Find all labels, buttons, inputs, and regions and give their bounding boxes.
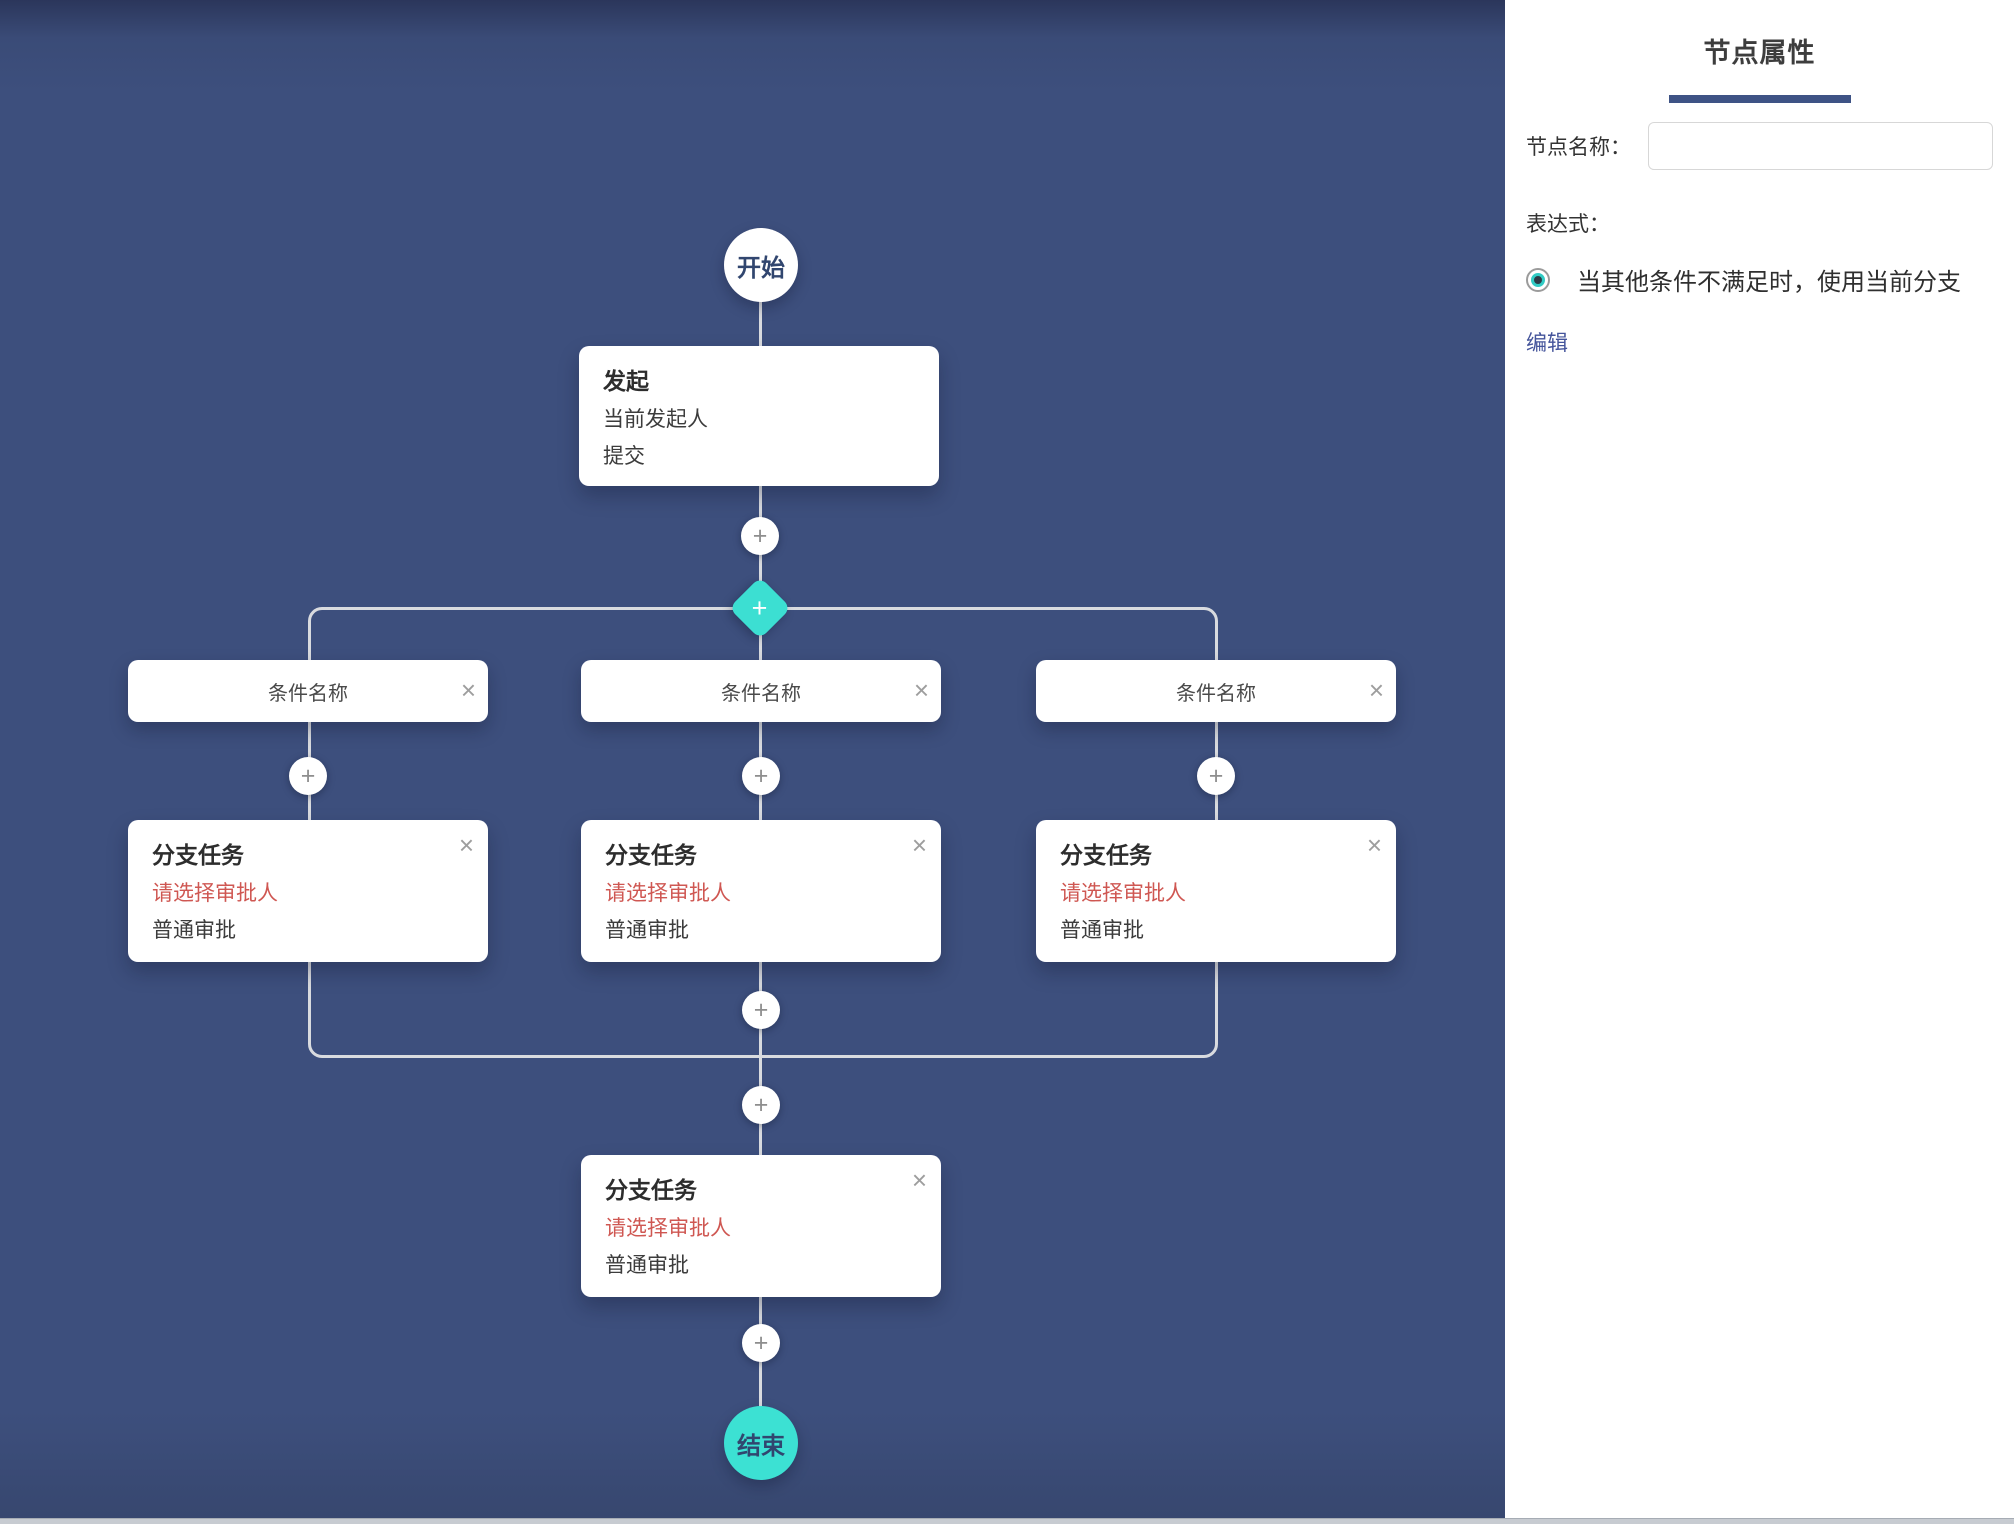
close-icon[interactable]: × [460, 675, 476, 705]
task-card-title: 分支任务 [1060, 842, 1152, 868]
branch-task-card-4[interactable]: 分支任务 × 请选择审批人 普通审批 [581, 1155, 941, 1297]
task-approve-type: 普通审批 [605, 919, 689, 942]
node-name-label: 节点名称： [1526, 136, 1631, 159]
radio-selected-dot [1531, 272, 1545, 287]
task-card-title: 分支任务 [605, 842, 697, 868]
plus-icon: + [752, 592, 768, 623]
edit-expression-link[interactable]: 编辑 [1526, 332, 1568, 355]
default-branch-radio[interactable] [1526, 267, 1550, 292]
start-node-label: 开始 [737, 254, 785, 282]
task-card-title: 分支任务 [605, 1177, 697, 1203]
end-node-label: 结束 [737, 1432, 785, 1460]
condition-label: 条件名称 [1176, 682, 1256, 705]
condition-card-3[interactable]: 条件名称 × [1036, 660, 1396, 722]
default-branch-radio-label: 当其他条件不满足时，使用当前分支 [1577, 269, 1961, 296]
add-node-button[interactable]: + [1197, 757, 1235, 795]
task-warning-text: 请选择审批人 [605, 882, 731, 905]
add-node-button[interactable]: + [742, 991, 780, 1029]
condition-label: 条件名称 [721, 682, 801, 705]
plus-icon: + [753, 761, 769, 790]
default-branch-radio-row: 当其他条件不满足时，使用当前分支 [1526, 262, 1993, 297]
condition-card-2[interactable]: 条件名称 × [581, 660, 941, 722]
close-icon[interactable]: × [458, 830, 474, 860]
plus-icon: + [753, 1328, 769, 1357]
initiate-card-row-submit: 提交 [603, 445, 645, 468]
close-icon[interactable]: × [1366, 830, 1382, 860]
plus-icon: + [753, 1090, 769, 1119]
add-node-button[interactable]: + [741, 517, 779, 555]
task-approve-type: 普通审批 [605, 1254, 689, 1277]
flow-canvas[interactable]: 开始 发起 当前发起人 提交 + + 条件名称 × 条件名称 × 条件名称 × [0, 0, 1505, 1518]
task-warning-text: 请选择审批人 [1060, 882, 1186, 905]
add-node-button[interactable]: + [742, 1086, 780, 1124]
task-warning-text: 请选择审批人 [605, 1217, 731, 1240]
plus-icon: + [752, 521, 768, 550]
node-name-input[interactable] [1648, 122, 1993, 170]
branch-task-card-1[interactable]: 分支任务 × 请选择审批人 普通审批 [128, 820, 488, 962]
plus-icon: + [300, 761, 316, 790]
task-warning-text: 请选择审批人 [152, 882, 278, 905]
initiate-card-row-originator: 当前发起人 [603, 408, 708, 431]
end-node: 结束 [724, 1406, 798, 1480]
initiate-node-card[interactable]: 发起 当前发起人 提交 [579, 346, 939, 486]
task-approve-type: 普通审批 [152, 919, 236, 942]
start-node: 开始 [724, 228, 798, 302]
panel-title: 节点属性 [1703, 38, 1816, 68]
branch-task-card-2[interactable]: 分支任务 × 请选择审批人 普通审批 [581, 820, 941, 962]
condition-card-1[interactable]: 条件名称 × [128, 660, 488, 722]
panel-title-underline [1668, 95, 1851, 103]
branch-task-card-3[interactable]: 分支任务 × 请选择审批人 普通审批 [1036, 820, 1396, 962]
plus-icon: + [1208, 761, 1224, 790]
add-node-button[interactable]: + [289, 757, 327, 795]
add-node-button[interactable]: + [742, 757, 780, 795]
close-icon[interactable]: × [913, 675, 929, 705]
condition-label: 条件名称 [268, 682, 348, 705]
horizontal-scrollbar[interactable] [0, 1518, 2014, 1524]
node-name-row: 节点名称： [1526, 122, 1993, 170]
initiate-card-title: 发起 [603, 368, 649, 394]
task-card-title: 分支任务 [152, 842, 244, 868]
close-icon[interactable]: × [911, 830, 927, 860]
close-icon[interactable]: × [1368, 675, 1384, 705]
node-properties-panel: 节点属性 节点名称： 表达式： 当其他条件不满足时，使用当前分支 编辑 [1505, 0, 2014, 1518]
plus-icon: + [753, 995, 769, 1024]
close-icon[interactable]: × [911, 1165, 927, 1195]
add-node-button[interactable]: + [742, 1324, 780, 1362]
expression-label: 表达式： [1526, 213, 1610, 236]
task-approve-type: 普通审批 [1060, 919, 1144, 942]
